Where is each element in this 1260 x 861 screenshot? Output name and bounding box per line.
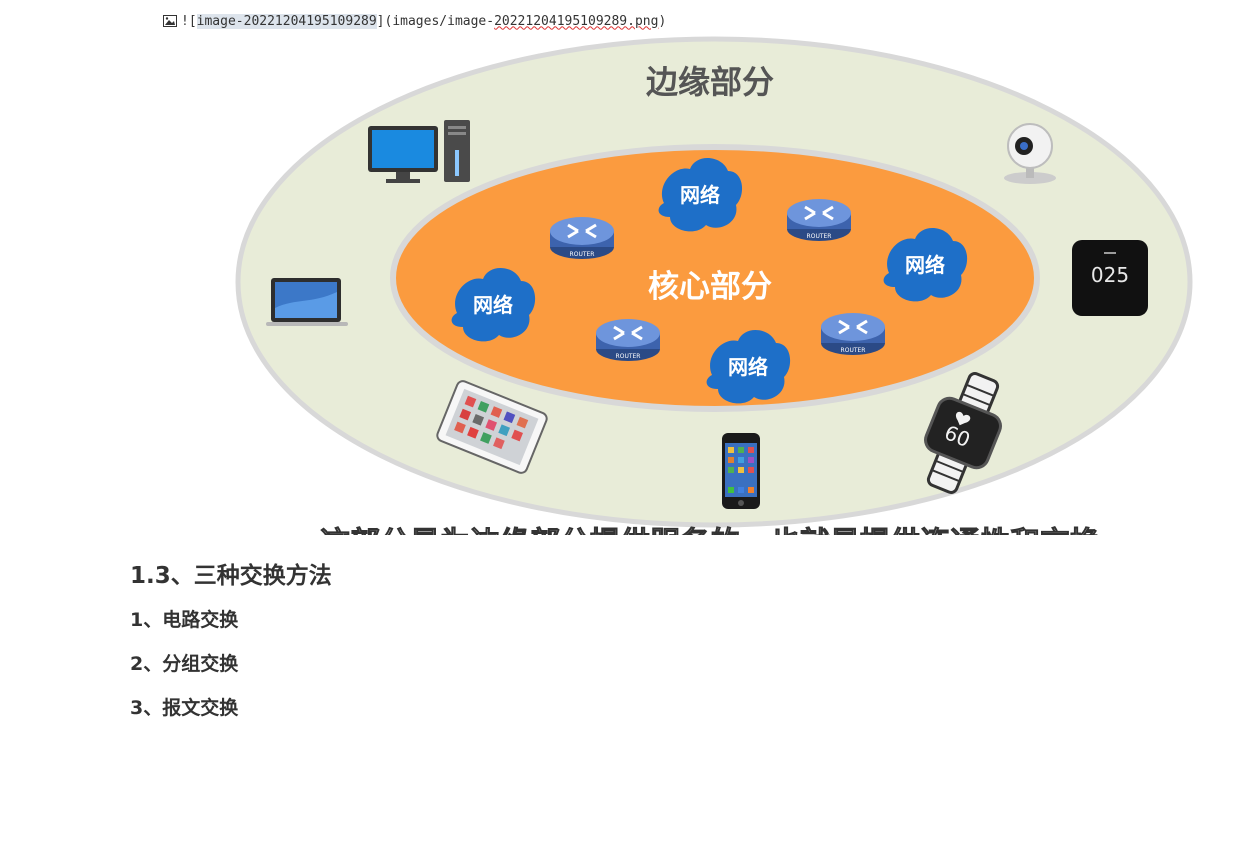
svg-text:ROUTER: ROUTER — [570, 251, 595, 258]
subheading-circuit-switching: 1、电路交换 — [130, 609, 239, 631]
md-suffix: ) — [658, 13, 667, 29]
section-heading: 1.3、三种交换方法 — [130, 563, 332, 589]
tablet-icon — [436, 380, 548, 474]
svg-text:ROUTER: ROUTER — [807, 233, 832, 240]
md-filename: 20221204195109289.png — [494, 13, 659, 29]
figure-caption-cropped: 这部分是为边缘部分提供服务的，也就是提供连通性和交换 — [320, 526, 1100, 535]
core-region-label: 核心部分 — [648, 269, 772, 305]
router-icon: ROUTER — [821, 313, 885, 355]
router-icon: ROUTER — [550, 217, 614, 259]
svg-text:025: 025 — [1091, 263, 1129, 287]
edge-region-label: 边缘部分 — [646, 63, 774, 101]
smartwatch-icon: 60 — [924, 372, 1002, 494]
smart-device-icon: 025 — [1072, 240, 1148, 316]
router-icon: ROUTER — [596, 319, 660, 361]
webcam-icon — [1004, 123, 1056, 184]
svg-text:网络: 网络 — [905, 253, 945, 277]
laptop-icon — [266, 278, 348, 326]
svg-text:网络: 网络 — [473, 293, 513, 317]
network-cloud-icon: 网络 — [706, 329, 791, 404]
svg-text:ROUTER: ROUTER — [841, 347, 866, 354]
subheading-message-switching: 3、报文交换 — [130, 697, 239, 719]
markdown-image-source[interactable]: ![image-20221204195109289](images/image-… — [163, 10, 666, 32]
md-prefix: ![ — [181, 13, 197, 29]
md-path: ](images/image- — [376, 13, 495, 29]
image-icon — [163, 15, 177, 27]
svg-text:ROUTER: ROUTER — [616, 353, 641, 360]
md-alt-text-selected[interactable]: image-20221204195109289 — [196, 13, 377, 29]
network-cloud-icon: 网络 — [658, 157, 743, 232]
desktop-computer-icon — [368, 120, 470, 183]
router-icon: ROUTER — [787, 199, 851, 241]
smartphone-icon — [722, 433, 760, 509]
subheading-packet-switching: 2、分组交换 — [130, 653, 239, 675]
network-diagram-image: 边缘部分 核心部分 网络 网络 网络 网络 ROUTER — [230, 35, 1200, 535]
svg-text:网络: 网络 — [728, 355, 768, 379]
network-cloud-icon: 网络 — [883, 227, 968, 302]
svg-text:网络: 网络 — [680, 183, 720, 207]
network-cloud-icon: 网络 — [451, 267, 536, 342]
